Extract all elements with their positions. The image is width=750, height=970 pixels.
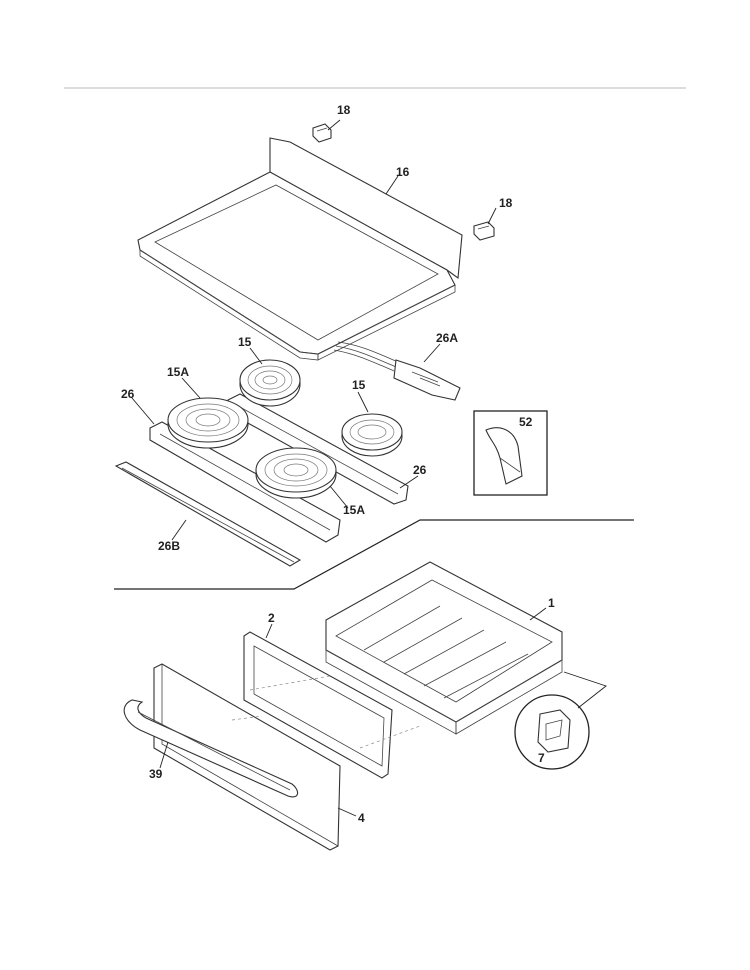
clip-part-18-right (473, 221, 495, 241)
assembly-line-front (231, 715, 263, 721)
assembly-line-upper (249, 675, 331, 691)
clip-part-18-left (312, 123, 332, 143)
callout-26-right: 26 (413, 463, 427, 477)
callout-1: 1 (548, 596, 555, 610)
callout-39: 39 (149, 767, 163, 781)
inset-part-52 (473, 410, 548, 496)
assembly-line-lower (359, 725, 421, 749)
strip-part-26B (114, 461, 302, 567)
callout-18-right: 18 (499, 196, 513, 210)
callout-26-left: 26 (121, 387, 135, 401)
drawer-front-part-4 (153, 663, 341, 851)
callout-15A-left: 15A (167, 365, 189, 379)
callout-16: 16 (396, 165, 410, 179)
callout-26A: 26A (436, 331, 458, 345)
callout-15A-front: 15A (343, 503, 365, 517)
cooktop-part-16 (137, 137, 463, 361)
panel-part-2 (243, 631, 393, 779)
callout-26B: 26B (158, 539, 180, 553)
inset-part-7 (514, 671, 607, 770)
drawer-part-1 (325, 561, 563, 735)
section-divider (114, 519, 634, 590)
handle-part-39 (123, 699, 299, 798)
callout-7: 7 (538, 751, 545, 765)
element-part-15A-front (255, 447, 337, 499)
callout-labels: 18 16 18 26A 15 15A 15 26 52 26 15A 26B … (121, 103, 555, 825)
callout-15-rear: 15 (238, 335, 252, 349)
element-bracket-left-26 (149, 421, 341, 543)
callout-15-right: 15 (352, 378, 366, 392)
element-part-15-right (341, 413, 403, 457)
callout-18-left: 18 (337, 103, 351, 117)
element-part-15-rear-left (239, 359, 301, 407)
element-part-15A-left (167, 397, 249, 449)
callout-52: 52 (519, 415, 533, 429)
harness-part-26A (333, 341, 461, 401)
callout-4: 4 (358, 811, 365, 825)
leader-lines (131, 119, 547, 817)
callout-2: 2 (268, 611, 275, 625)
